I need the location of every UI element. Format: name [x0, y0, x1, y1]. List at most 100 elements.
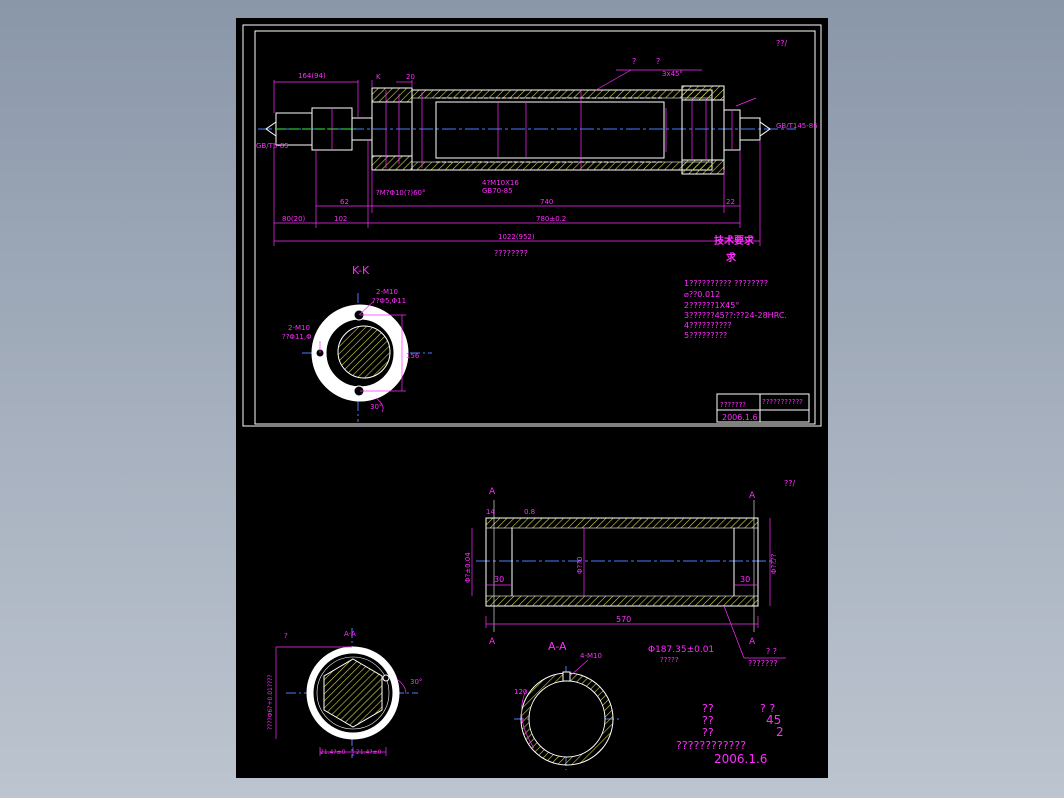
note-2: ⌀??0.012	[684, 290, 720, 299]
sleeve-dia-mid: Φ??0	[576, 557, 584, 574]
gb-mid: 4?M10X16	[482, 179, 519, 187]
dim-780: 780±0.2	[536, 215, 566, 223]
tb2-r3c2: 2	[776, 725, 784, 739]
kk-m10-left-2: ??Φ11,Φ	[282, 333, 312, 341]
sheet2-roughness: ??/	[784, 479, 795, 488]
tb2-r2c1: ??	[702, 714, 714, 727]
right-flange-top	[681, 85, 725, 101]
note-4: 3??????45??:??24-28HRC.	[684, 311, 787, 320]
tech-title: 技术要求	[714, 234, 755, 247]
sec-mark-a3: A	[489, 637, 496, 647]
note-6: 5?????????	[684, 331, 727, 340]
gb-mid-2: GB70-85	[482, 187, 513, 195]
sleeve-d08: 0.8	[524, 508, 535, 516]
callout-q3: ???????	[748, 659, 778, 668]
shaft-assembly-view: 164(94) 20 K 3x45° ? ? GB/T5-85 GB/T145-…	[256, 57, 818, 246]
sleeve-d30a: 30	[494, 575, 504, 584]
sleeve-outline	[485, 517, 759, 607]
center-hole-left	[265, 121, 277, 137]
tb1-r2: ???????????	[762, 398, 803, 406]
sleeve-section: A A A A 14 0.8 30 30 570 Φ?±0.04 Φ??0 Φ?…	[464, 487, 786, 668]
dim-q1: ?	[632, 57, 636, 66]
sleeve-top-wall	[485, 517, 759, 529]
sheet2-title-block: ?? ? ? ?? 45 ?? 2 ???????????? 2006.1.6	[676, 702, 784, 766]
sec-mark-a4: A	[749, 637, 756, 647]
sheet1-roughness: ??/	[776, 39, 787, 48]
right-flange-bottom	[681, 159, 725, 175]
tb2-r2c2: 45	[766, 713, 781, 727]
aa-120: 120	[514, 688, 527, 696]
top-dim-lines	[273, 69, 757, 118]
tech-title-2: 求	[726, 251, 737, 264]
section-kk-title: K-K	[352, 264, 370, 277]
left-flange-top	[371, 87, 413, 103]
sheet1-inner-border	[254, 30, 816, 425]
tb1-r1: ???????	[720, 401, 746, 409]
tb2-r1c1: ??	[702, 702, 714, 715]
sheet-2: ??/ A A A A 14 0.8 30	[267, 479, 795, 770]
sleeve-dia-left: Φ?±0.04	[464, 552, 472, 583]
shaft-right-end	[739, 117, 761, 141]
dim-80: 80(20)	[282, 215, 306, 223]
roller-bottom-hatch	[411, 161, 713, 171]
drawing-canvas: ??/	[236, 18, 828, 778]
aa-dim-lines	[521, 659, 589, 749]
cad-drawing: ??/	[242, 24, 822, 770]
m-left: ?M?Φ10(?)60°	[376, 189, 425, 197]
tb2-date: 2006.1.6	[714, 752, 767, 766]
lc-v2: ?	[284, 632, 288, 640]
diameter-dim-lines	[331, 90, 733, 170]
left-flange-bottom	[371, 155, 413, 171]
lc-d21b: 21.4?±0	[356, 749, 382, 756]
bottom-dim-lines	[273, 140, 761, 246]
lc-hex	[323, 658, 383, 728]
kk-dim-156: 156	[406, 352, 420, 360]
note-3: 2??????1X45°	[684, 301, 739, 310]
sec-mark-a2: A	[749, 491, 756, 501]
lc-v1: ????Φ6?+0.01????	[267, 674, 274, 730]
sleeve-d30b: 30	[740, 575, 750, 584]
callout-dia: Φ187.35±0.01	[648, 645, 714, 655]
callout-q2: ? ?	[766, 647, 777, 656]
note-1: 1?????????? ????????	[684, 279, 768, 288]
lc-dim-lines	[275, 646, 407, 756]
roller-bore	[435, 101, 665, 159]
dim-102: 102	[334, 215, 347, 223]
kk-m10-top: 2-M10	[376, 288, 398, 296]
sec-mark-a1: A	[489, 487, 496, 497]
dim-chamfer: 3x45°	[662, 70, 683, 78]
kk-m10-left: 2-M10	[288, 324, 310, 332]
gb-left: GB/T5-85	[256, 142, 289, 150]
dim-1022: 1022(952)	[498, 233, 535, 241]
left-circular-section: A-A ????Φ6?+0.01???? ? 30° 21.4?±0 21.4?…	[267, 628, 422, 758]
sleeve-bottom-wall	[485, 595, 759, 607]
lc-d21a: 21.4?±0	[320, 749, 346, 756]
lc-inner-circle	[316, 656, 390, 730]
sleeve-d14: 14	[486, 508, 495, 516]
lc-small-hole	[382, 674, 390, 682]
section-kk: K-K 2-M10 ??Φ5,Φ11 2-M10 ??Φ11,Φ 156 30°	[282, 264, 432, 422]
dim-k: K	[376, 73, 381, 81]
note-5: 4??????????	[684, 321, 732, 330]
tb2-r4: ????????????	[676, 739, 746, 752]
aa-ring-inner	[528, 680, 606, 758]
tb2-r1c2: ? ?	[760, 702, 775, 715]
callout-q1: ?????	[660, 656, 679, 664]
dim-22: 22	[726, 198, 735, 206]
sleeve-dia-right: Φ????	[770, 553, 778, 574]
dim-20: 20	[406, 73, 415, 81]
center-hole-right	[759, 121, 771, 137]
tech-subtitle: ????????	[494, 249, 528, 258]
kk-dim-30: 30°	[370, 403, 382, 411]
dim-740: 740	[540, 198, 553, 206]
dim-164: 164(94)	[298, 72, 326, 80]
dim-q2: ?	[656, 57, 660, 66]
lc-d30: 30°	[410, 678, 422, 686]
sheet1-outer-border	[242, 24, 822, 427]
dim-62: 62	[340, 198, 349, 206]
lc-aa: A-A	[344, 630, 356, 638]
technical-requirements: 技术要求 求 ???????? 1?????????? ???????? ⌀??…	[494, 234, 787, 340]
roller-top-hatch	[411, 89, 713, 99]
sheet1-title-block: ??????? ??????????? 2006.1.6	[716, 393, 810, 423]
section-aa: A-A 4-M10 120	[514, 640, 620, 770]
